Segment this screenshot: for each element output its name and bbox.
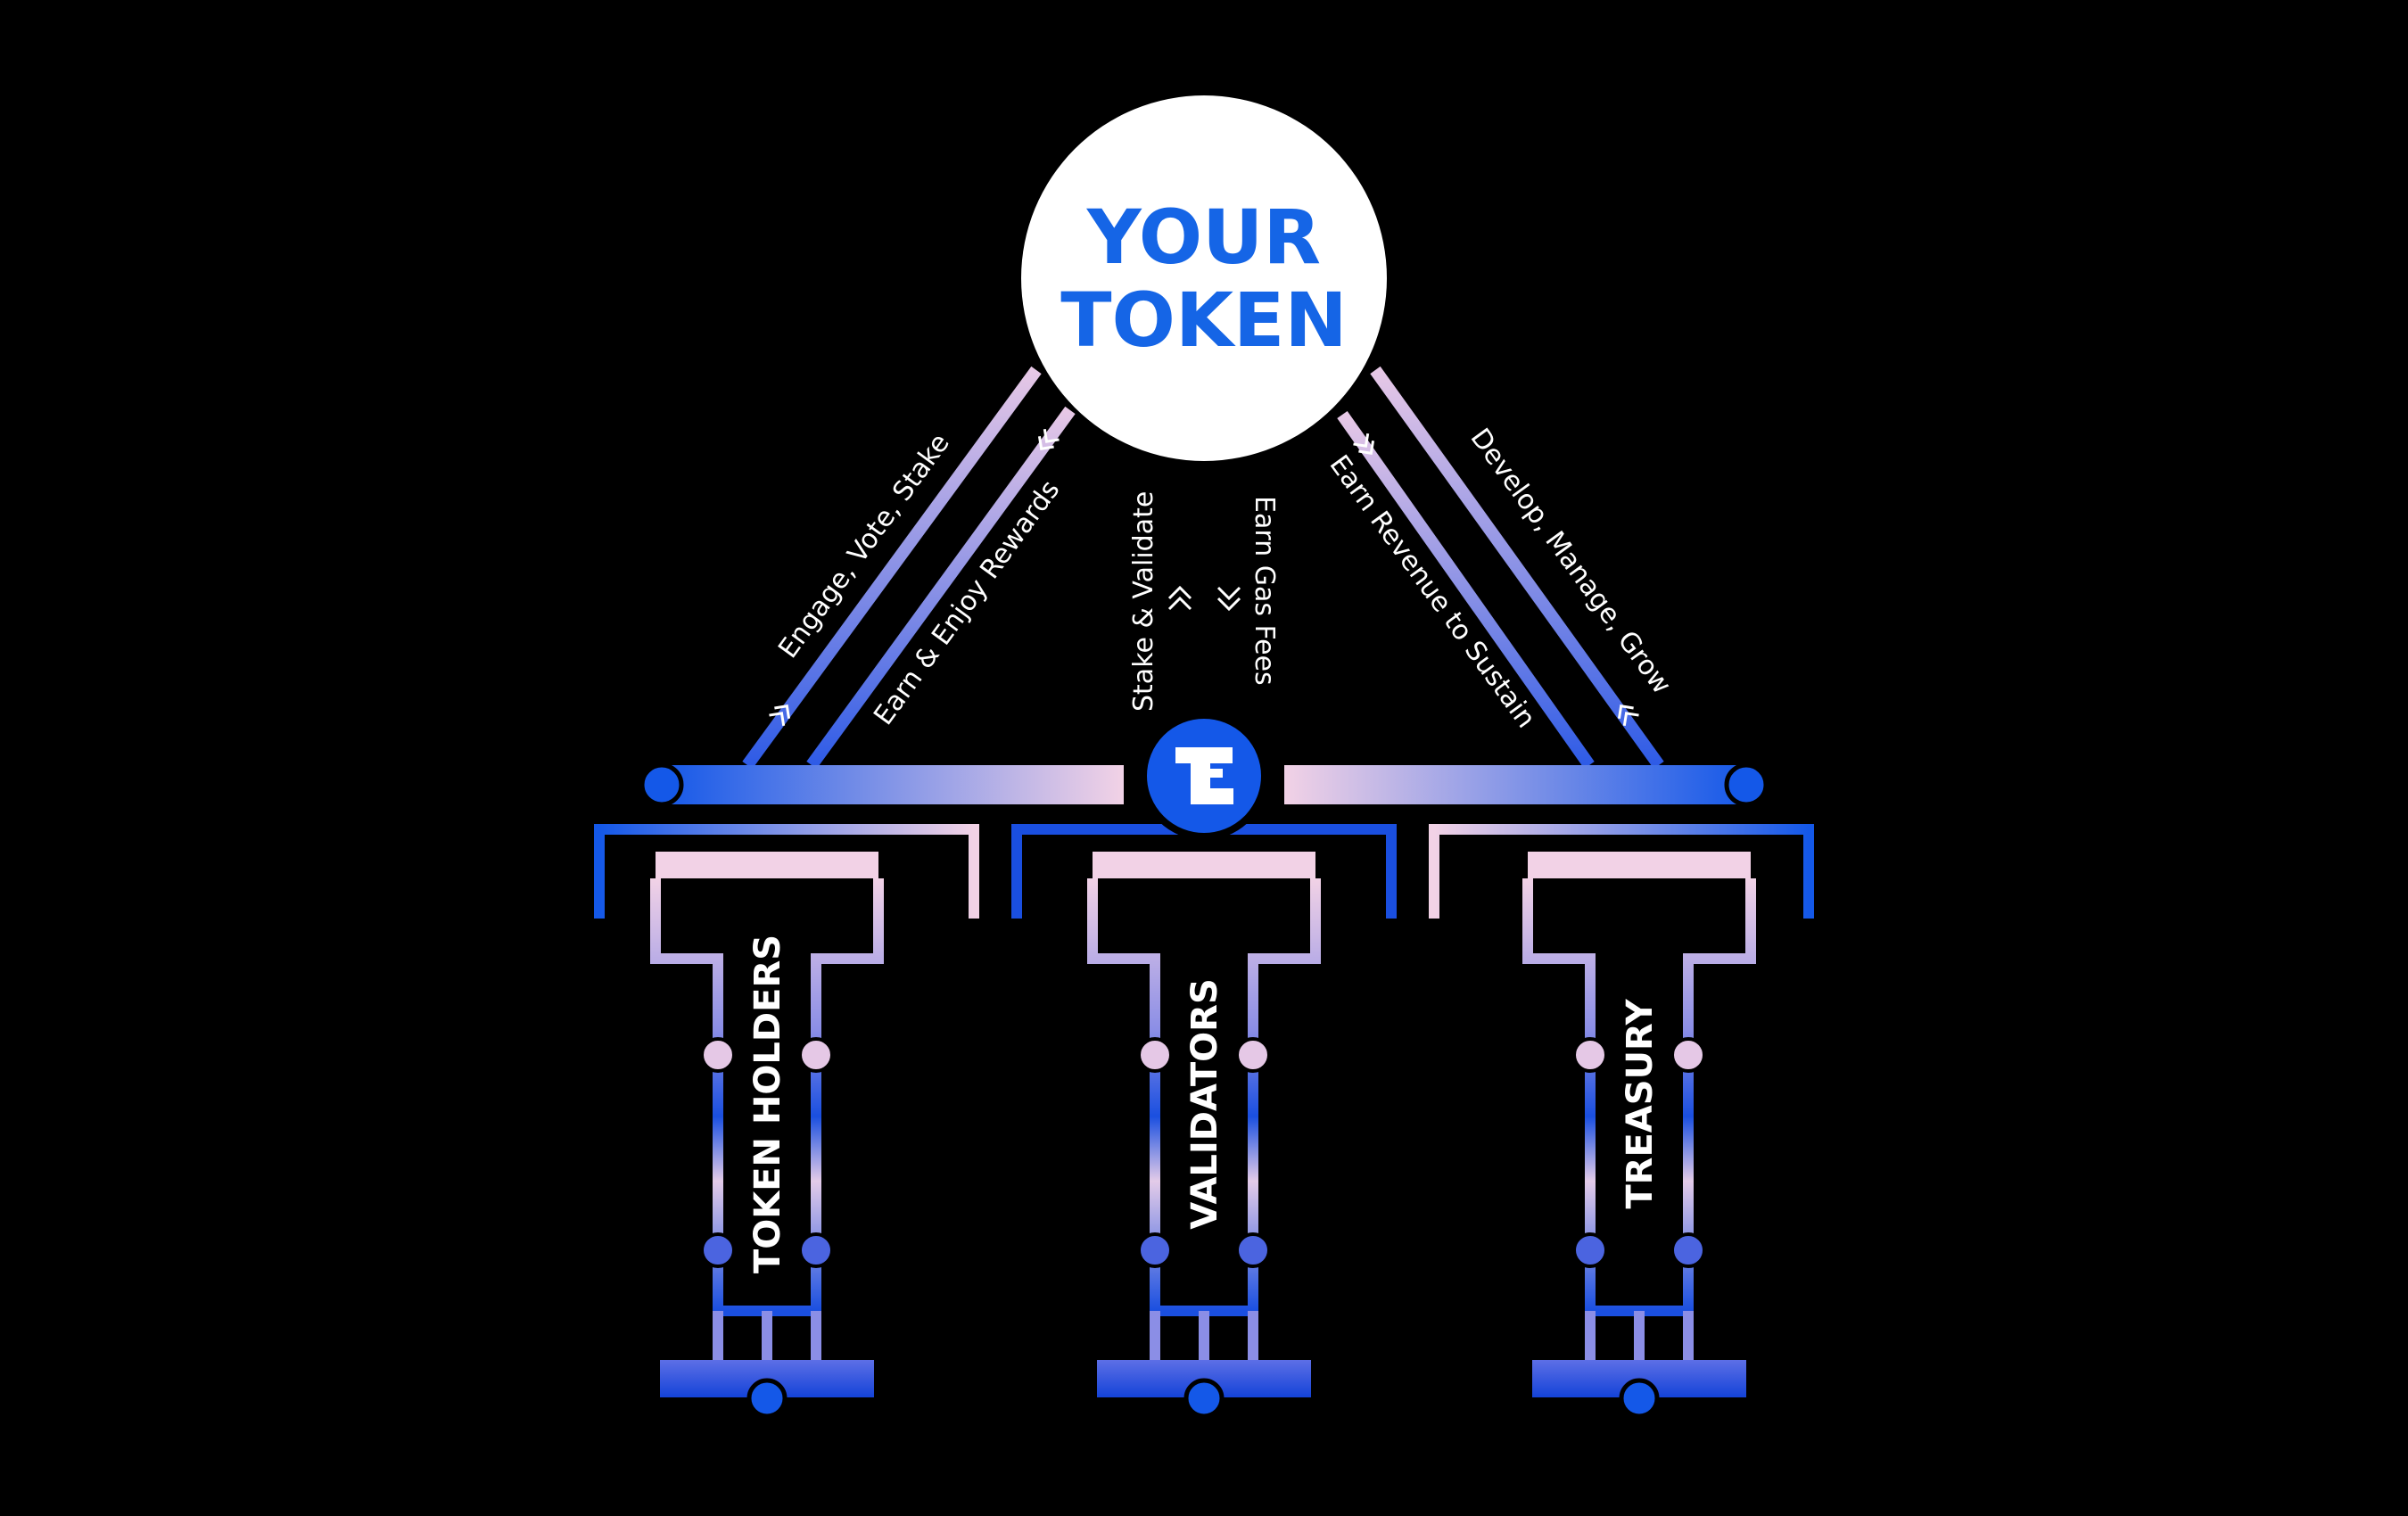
pillar-label: TOKEN HOLDERS	[747, 935, 788, 1273]
flow-line-left-outer	[742, 366, 1042, 770]
pillar-base-node	[1183, 1378, 1225, 1419]
pillar-label: VALIDATORS	[1184, 978, 1225, 1230]
pillars: TOKEN HOLDERS VALIDATORS TREASURY	[650, 852, 1756, 1419]
flow-label-mid-left: Stake & Validate	[1128, 491, 1159, 712]
pillar-node	[1670, 1037, 1706, 1073]
pillar-node	[1235, 1037, 1271, 1073]
pillar-node	[798, 1232, 834, 1268]
arrow-up-right-icon	[1617, 704, 1639, 727]
bar-end-right-node	[1724, 762, 1769, 807]
flow-arrows	[769, 428, 1639, 727]
your-token-circle	[1021, 95, 1387, 461]
pillar-node	[1137, 1232, 1173, 1268]
arrow-up-mid-icon	[1167, 585, 1192, 611]
pillar-2: VALIDATORS	[1087, 852, 1321, 1419]
l-logo-icon	[1175, 747, 1233, 804]
pillar-3: TREASURY	[1522, 852, 1756, 1419]
pillar-node	[1572, 1037, 1608, 1073]
pillar-node	[700, 1232, 736, 1268]
flow-line-right-inner	[1337, 410, 1595, 770]
pillar-base-node	[1619, 1378, 1660, 1419]
pillar-capital-top	[1093, 852, 1315, 878]
pillar-node	[700, 1037, 736, 1073]
flow-label-mid-right: Earn Gas Fees	[1249, 496, 1280, 686]
pillar-1: TOKEN HOLDERS	[650, 852, 884, 1419]
pillar-base-node	[746, 1378, 788, 1419]
pillar-label: TREASURY	[1620, 998, 1661, 1208]
arrow-up-left-icon	[769, 704, 791, 727]
arrow-down-mid-icon	[1216, 586, 1241, 612]
pillar-capital-top	[1528, 852, 1751, 878]
flow-lines	[742, 366, 1664, 770]
pillar-node	[1670, 1232, 1706, 1268]
pillar-node	[1137, 1037, 1173, 1073]
pillar-capital-top	[656, 852, 878, 878]
your-token-node: YOUR TOKEN	[1021, 95, 1387, 461]
main-bar	[639, 762, 1769, 807]
arrow-down-right-icon	[1353, 433, 1375, 455]
pillar-node	[1572, 1232, 1608, 1268]
pillar-node	[798, 1037, 834, 1073]
bar-end-left-node	[639, 762, 684, 807]
pillar-node	[1235, 1232, 1271, 1268]
flow-line-right-outer	[1370, 366, 1664, 770]
arrow-down-left-icon	[1037, 428, 1060, 450]
flow-line-left-inner	[806, 406, 1076, 770]
your-token-line2: TOKEN	[1060, 276, 1347, 364]
your-token-line1: YOUR	[1086, 194, 1321, 281]
hub	[1140, 712, 1268, 840]
